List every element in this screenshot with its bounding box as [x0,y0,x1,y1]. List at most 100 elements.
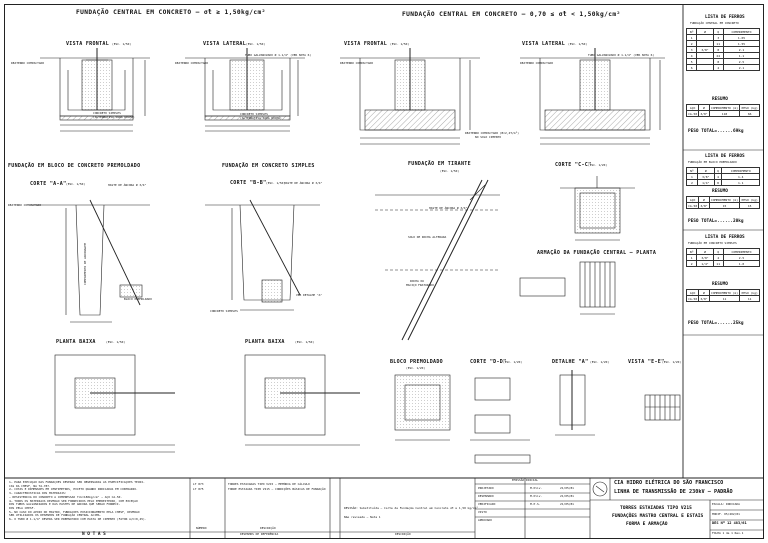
note-line: DOS PELA CHESF. [9,507,36,511]
label-concreto-alt: (ALTERNATIVA PARA ROCHA) [93,115,135,119]
label-solo-cimento: NO SOLO CIMENTO [475,135,502,139]
view-scale: (ESC. 1/50) [106,340,126,344]
ref-code: LT 875 [193,487,204,491]
note-line: 1– PARA EXECUÇÃO DAS FUNDAÇÕES DEVERÃO S… [9,481,145,484]
company-line: LINHA DE TRANSMISSÃO DE 230kV – PADRÃO [614,489,733,495]
drawing-number: DES Nº 12 483/61 [712,521,747,525]
view-label: BLOCO PREMOLDADO [390,359,443,365]
drawing-title-3: FORMA E ARMAÇÃO [626,522,668,527]
sign-title: EMISSÃO INICIAL [512,478,539,482]
ferros1-title: LISTA DE FERROS [705,15,745,20]
note-line: 4– TODOS OS MATERIAIS DEVERÃO SER FORNEC… [9,499,138,503]
sign-date: 21/05/81 [560,486,574,490]
revision-line: REVISÃO: Substituída – Corte de Fundação… [344,506,479,510]
sign-role: APROVADO [478,518,492,522]
label-reaterro-solo: REATERRO COMPACTADO (B=2,4T/m³) [465,131,519,135]
label-solo-rocha: SOLO DE ROCHA ALTERADA [408,235,447,239]
view-scale: (ESC. 1/50) [246,42,266,46]
title-bloco-premoldado: FUNDAÇÃO EM BLOCO DE CONCRETO PREMOLDADO [8,163,141,169]
title-concreto-simples: FUNDAÇÃO EM CONCRETO SIMPLES [222,163,315,169]
view-label: PLANTA BAIXA [56,339,96,345]
view-scale: (ESC. 1/20) [406,366,426,370]
ferros3-title: LISTA DE FERROS [705,235,745,240]
notes-block: 1– PARA EXECUÇÃO DAS FUNDAÇÕES DEVERÃO S… [9,481,199,522]
label-reaterro: REATERRO COMPACTADO [11,61,45,65]
drawing-sheet [4,4,764,539]
sign-role: PROJETADO [478,486,494,490]
view-label: CORTE "D-D" [470,359,507,365]
view-label: VISTA LATERAL [203,41,247,47]
ref-header-descricao: DESCRIÇÃO [260,526,276,530]
label-bloco-premoldado: BLOCO PREMOLDADO [124,297,152,301]
drawing-title-1: TORRES ESTAIADAS TIPO V215 [620,506,692,511]
view-scale: (ESC. 1/50) [295,340,315,344]
vista-lateral-2 [520,48,665,145]
title-tirante-scale: (ESC. 1/50) [440,169,460,173]
label-reaterro: REATERRO COMPACTADO [340,61,374,65]
view-label: CORTE "A-A" [30,181,67,187]
label-rocha: ROCHA OU [410,279,424,283]
label-tubo: TUBO GALVANIZADO Ø 1.1/4" (VER NOTA 6) [245,53,312,57]
ferros3-resumo: RESUMO [712,282,728,287]
view-scale: (ESC. 1/50) [390,42,410,46]
note-line: 3– CARACTERÍSTICAS DOS MATERIAIS: [9,492,67,496]
label-macico: MACIÇO FRATURADO [406,283,434,287]
label-concreto-simples: CONCRETO SIMPLES [210,309,238,313]
note-line: 2– COTAS E DIMENSÕES EM CENTÍMETROS, EXC… [9,488,138,492]
note-line: 5– NO CASO DO APOIO DO MASTRO, FUNDAÇÕES… [9,510,140,514]
view-label: CORTE "C-C" [555,162,592,168]
corte-cc [560,176,635,241]
view-scale: (ESC. 1/50) [112,42,132,46]
planta-baixa-1 [54,354,175,453]
revision-line: Não revisado – Nota 1 [344,515,381,519]
sign-initials: M.Oliv. [530,486,543,490]
ferros3-sub: FUNDAÇÃO EM CONCRETO SIMPLES [688,241,737,245]
label-concreto-alt: (ALTERNATIVA PARA ROCHA) [240,116,282,120]
corte-aa [30,199,150,323]
title-fundacao-central-2: FUNDAÇÃO CENTRAL EM CONCRETO – 0,70 ≤ σ̄… [402,11,621,18]
sign-role: VISTO [478,510,487,514]
refs-footer: DESENHOS DE REFERÊNCIA [240,532,279,536]
vista-lateral-1 [185,48,305,132]
view-scale: (ESC. 1/20) [588,163,608,167]
armacao-planta [519,261,616,315]
ferros2-resumo: RESUMO [712,189,728,194]
drawing-modif: MODIF. 05/402/81 [712,512,740,516]
fundacao-tirante [375,179,500,341]
note-line: 6– O TUBO Ø 1.1/4" DEVERÁ SER PREENCHIDO… [9,518,147,522]
view-label: VISTA LATERAL [522,41,566,47]
drawing-scale: ESCALA: INDICADA [712,502,740,506]
label-reaterro: REATERRO COMPACTADO [8,203,42,207]
title-tirante: FUNDAÇÃO EM TIRANTE [408,161,471,167]
ferros1-total: PESO TOTAL=......69kg [688,129,744,134]
title-fundacao-central-1: FUNDAÇÃO CENTRAL EM CONCRETO – σ̄t ≥ 1,5… [76,9,266,16]
revisions-footer: DESCRIÇÃO [395,532,411,536]
note-line: – RESISTÊNCIA DO CONCRETO À COMPRESSÃO f… [9,495,123,499]
view-label: VISTA FRONTAL [66,41,110,47]
sign-initials: M.P.S. [530,502,541,506]
label-tubo: TUBO GALVANIZADO Ø 1.1/4" (VER NOTA 6) [588,53,655,57]
view-label: VISTA "E-E" [628,359,665,365]
view-scale: (ESC. 1/20) [590,360,610,364]
sign-role: DESENHADO [478,494,494,498]
sign-role: VERIFICADO [478,502,496,506]
view-label: ARMAÇÃO DA FUNDAÇÃO CENTRAL – PLANTA [537,250,657,256]
vista-ee [644,394,681,421]
bloco-premoldado [394,374,451,441]
ferros2-sub: FUNDAÇÃO EM BLOCO PREMOLDADO [688,160,737,164]
view-label: DETALHE "A" [552,359,589,365]
view-scale: (ESC. 1/20) [503,360,523,364]
note-line: CAS DA CHESF, NA TA-787. [9,484,51,488]
corte-dd [470,377,531,464]
sign-date: 21/05/81 [560,494,574,498]
sign-initials: M.Oliv. [530,494,543,498]
ferros1-sub: FUNDAÇÃO CENTRAL EM CONCRETO [690,21,739,25]
view-label: CORTE "B-B" [230,180,267,186]
ferros3-total: PESO TOTAL=......25kg [688,321,744,326]
ref-header-numero: NÚMERO [196,526,207,530]
